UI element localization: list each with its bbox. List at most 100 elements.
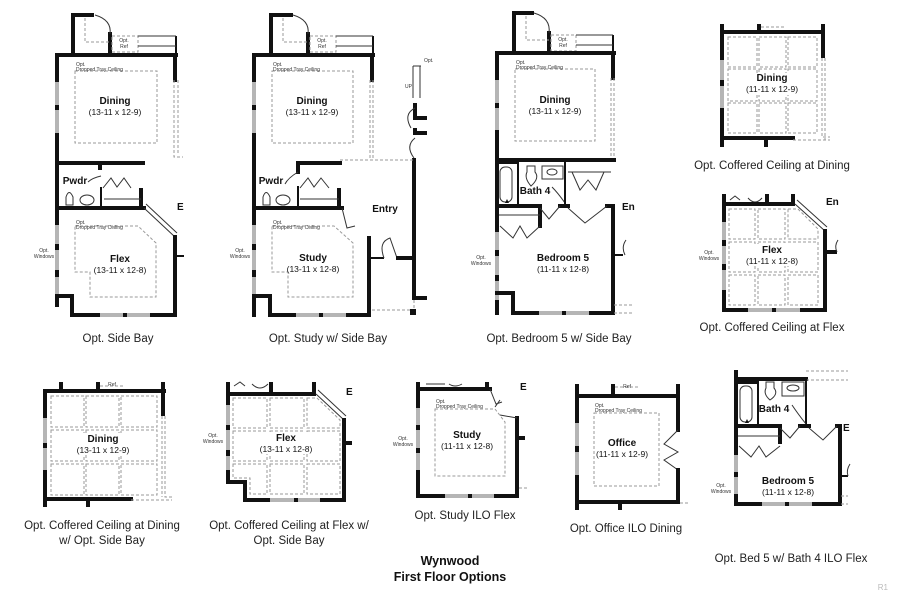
- svg-text:(13-11 x 12-9): (13-11 x 12-9): [89, 107, 142, 117]
- plan-bedroom5-side-bay: Opt. Ref Opt. Dropped Tray Ceiling Dinin…: [471, 11, 635, 315]
- svg-text:Bath 4: Bath 4: [759, 404, 790, 415]
- svg-text:Ref: Ref: [108, 382, 116, 388]
- svg-text:Pwdr: Pwdr: [259, 176, 284, 187]
- plan-side-bay: Opt. Ref Opt. Dropped Tray Ceiling Dinin…: [34, 13, 184, 317]
- model-name: Wynwood: [420, 554, 480, 568]
- plan-study-ilo-flex: E Opt. Windows Opt. Dropped Tray Ceiling…: [393, 382, 527, 498]
- svg-text:(11-11 x 12-9): (11-11 x 12-9): [596, 449, 648, 459]
- svg-text:Windows: Windows: [203, 439, 224, 445]
- svg-text:Ref: Ref: [120, 44, 128, 50]
- svg-text:Flex: Flex: [276, 433, 296, 444]
- svg-text:(11-11 x 12-9): (11-11 x 12-9): [746, 84, 798, 94]
- svg-text:Opt.: Opt.: [208, 433, 217, 439]
- svg-text:Opt.: Opt.: [273, 220, 282, 226]
- revision-mark: R1: [877, 583, 888, 592]
- plan-study-side-bay: Opt. Ref Opt. Dropped Tray Ceiling Dinin…: [230, 13, 433, 317]
- svg-text:Office: Office: [608, 438, 637, 449]
- svg-text:Ref: Ref: [559, 43, 567, 49]
- svg-text:Windows: Windows: [393, 442, 414, 448]
- svg-text:E: E: [520, 382, 527, 393]
- caption-side-bay: Opt. Side Bay: [82, 333, 154, 345]
- svg-text:(13-11 x 12-9): (13-11 x 12-9): [286, 107, 339, 117]
- svg-text:E: E: [843, 423, 850, 434]
- svg-text:Opt.: Opt.: [76, 62, 85, 68]
- svg-text:Pwdr: Pwdr: [63, 176, 88, 187]
- svg-text:UP: UP: [405, 84, 413, 90]
- caption-bed5-bath4-ilo-flex: Opt. Bed 5 w/ Bath 4 ILO Flex: [714, 553, 868, 565]
- svg-text:Windows: Windows: [34, 254, 55, 260]
- svg-text:Opt.: Opt.: [317, 38, 326, 44]
- caption-coffered-dining-side-bay: Opt. Coffered Ceiling at Dining w/ Opt. …: [24, 519, 180, 549]
- svg-text:Dropped Tray Ceiling: Dropped Tray Ceiling: [436, 404, 483, 410]
- svg-text:Ref: Ref: [318, 44, 326, 50]
- caption-coffered-flex-side-bay: Opt. Coffered Ceiling at Flex w/ Opt. Si…: [209, 519, 369, 549]
- svg-text:Ref: Ref: [623, 384, 631, 390]
- svg-text:Dropped Tray Ceiling: Dropped Tray Ceiling: [516, 65, 563, 71]
- svg-text:Dropped Tray Ceiling: Dropped Tray Ceiling: [273, 67, 320, 73]
- svg-text:(13-11 x 12-8): (13-11 x 12-8): [260, 444, 313, 454]
- svg-text:Opt.: Opt.: [436, 399, 445, 405]
- svg-text:E: E: [177, 202, 184, 213]
- svg-text:Dining: Dining: [99, 96, 130, 107]
- svg-text:Opt.: Opt.: [235, 248, 244, 254]
- svg-text:Opt.: Opt.: [516, 60, 525, 66]
- plan-coffered-flex: En Opt. Windows Flex (11-11 x 12-8): [699, 194, 839, 312]
- caption-coffered-dining: Opt. Coffered Ceiling at Dining: [694, 160, 850, 172]
- svg-text:Opt.: Opt.: [704, 250, 713, 256]
- svg-text:Dropped Tray Ceiling: Dropped Tray Ceiling: [76, 225, 123, 231]
- svg-text:Opt.: Opt.: [76, 220, 85, 226]
- svg-text:Opt.: Opt.: [398, 436, 407, 442]
- plan-coffered-dining: Dining (11-11 x 12-9): [720, 24, 830, 147]
- caption-office-ilo-dining: Opt. Office ILO Dining: [569, 523, 683, 535]
- svg-text:Opt.: Opt.: [39, 248, 48, 254]
- svg-text:En: En: [826, 197, 839, 208]
- plan-coffered-flex-side-bay: E Opt. Windows Flex (13-11 x 12-8): [203, 381, 353, 502]
- svg-text:(11-11 x 12-8): (11-11 x 12-8): [441, 441, 493, 451]
- caption-bedroom5-side-bay: Opt. Bedroom 5 w/ Side Bay: [486, 333, 632, 345]
- svg-text:Windows: Windows: [230, 254, 251, 260]
- svg-text:Flex: Flex: [762, 245, 782, 256]
- svg-text:(13-11 x 12-9): (13-11 x 12-9): [77, 445, 130, 455]
- caption-study-ilo-flex: Opt. Study ILO Flex: [414, 510, 516, 522]
- svg-text:Study: Study: [453, 430, 481, 441]
- svg-text:Opt.: Opt.: [119, 38, 128, 44]
- caption-line-1: Opt. Coffered Ceiling at Flex w/: [209, 520, 369, 532]
- svg-text:Dining: Dining: [296, 96, 327, 107]
- svg-text:Bath 4: Bath 4: [520, 186, 551, 197]
- svg-text:Opt.: Opt.: [595, 403, 604, 409]
- caption-line-2: Opt. Side Bay: [253, 535, 325, 547]
- svg-text:Windows: Windows: [699, 256, 720, 262]
- svg-text:Opt.: Opt.: [558, 37, 567, 43]
- caption-line-1: Opt. Coffered Ceiling at Dining: [24, 520, 180, 532]
- svg-text:Windows: Windows: [711, 489, 732, 495]
- svg-text:Dining: Dining: [87, 434, 118, 445]
- svg-text:En: En: [622, 202, 635, 213]
- svg-text:(11-11 x 12-8): (11-11 x 12-8): [762, 487, 814, 497]
- svg-text:Opt.: Opt.: [273, 62, 282, 68]
- sheet-title: Wynwood First Floor Options: [394, 553, 507, 585]
- svg-text:Windows: Windows: [471, 261, 492, 267]
- plan-office-ilo-dining: Ref Opt. Dropped Tray Ceiling Office (11…: [575, 384, 688, 510]
- sheet-subtitle: First Floor Options: [393, 570, 507, 584]
- caption-line-2: w/ Opt. Side Bay: [59, 535, 145, 547]
- svg-text:Opt.: Opt.: [476, 255, 485, 261]
- svg-text:Dining: Dining: [756, 73, 787, 84]
- svg-text:Bedroom 5: Bedroom 5: [537, 253, 590, 264]
- svg-text:(13-11 x 12-8): (13-11 x 12-8): [287, 264, 340, 274]
- svg-text:Opt.: Opt.: [716, 483, 725, 489]
- plan-coffered-dining-side-bay: Ref Dining (13-11 x 12-9): [43, 382, 172, 507]
- caption-coffered-flex: Opt. Coffered Ceiling at Flex: [699, 322, 845, 334]
- svg-text:Dining: Dining: [539, 95, 570, 106]
- svg-text:Flex: Flex: [110, 254, 130, 265]
- svg-text:Dropped Tray Ceiling: Dropped Tray Ceiling: [595, 408, 642, 414]
- svg-text:Dropped Tray Ceiling: Dropped Tray Ceiling: [273, 225, 320, 231]
- caption-study-side-bay: Opt. Study w/ Side Bay: [268, 333, 388, 345]
- svg-text:(13-11 x 12-9): (13-11 x 12-9): [529, 106, 582, 116]
- svg-text:Study: Study: [299, 253, 327, 264]
- svg-text:Dropped Tray Ceiling: Dropped Tray Ceiling: [76, 67, 123, 73]
- svg-text:Opt.: Opt.: [424, 58, 433, 64]
- svg-text:Entry: Entry: [372, 204, 398, 215]
- plan-bed5-bath4-ilo-flex: Bath 4 E Opt. Windows Bedroom 5 (11-11 x…: [711, 370, 851, 506]
- svg-text:Bedroom 5: Bedroom 5: [762, 476, 815, 487]
